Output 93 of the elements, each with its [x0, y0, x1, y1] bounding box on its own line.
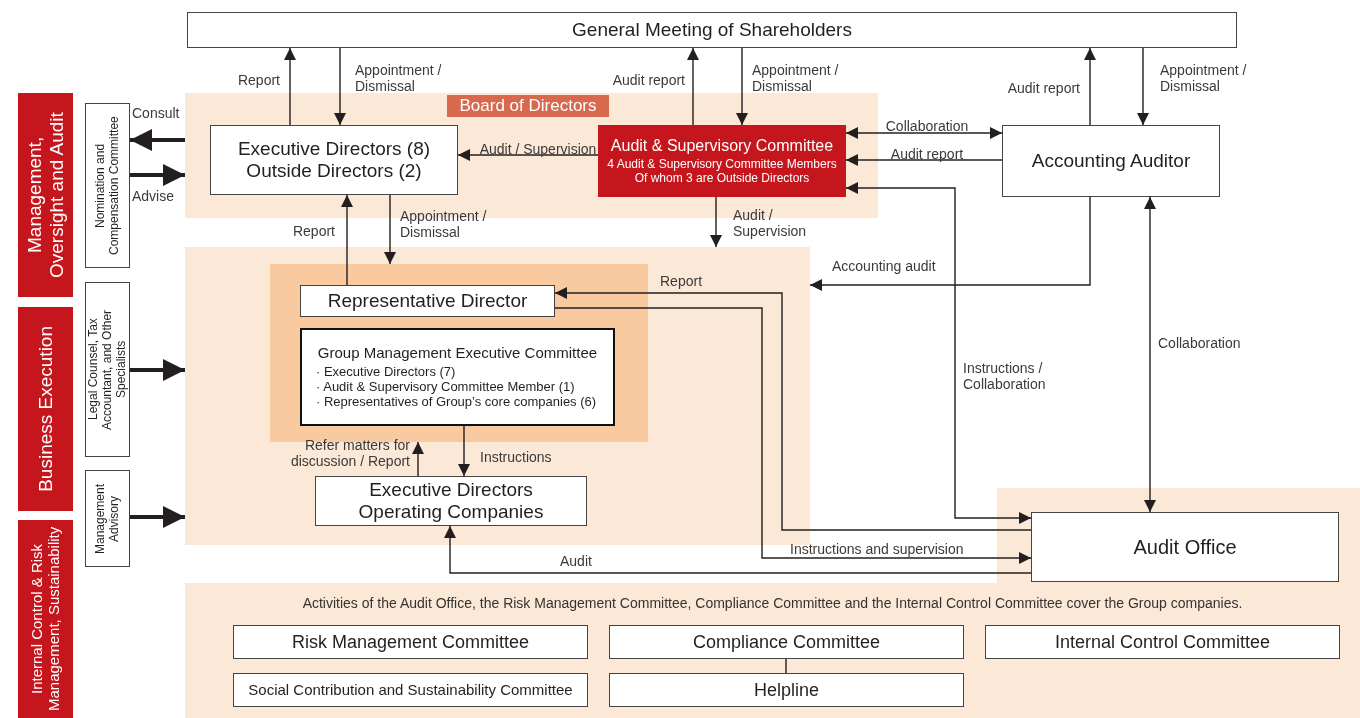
box-label: Executive Directors Operating Companies [357, 479, 545, 523]
connector-line [785, 658, 787, 674]
committee-box [233, 673, 588, 707]
arrow [130, 164, 185, 186]
directors-box [210, 125, 458, 195]
arrow [444, 525, 1032, 574]
arrow [1144, 196, 1156, 513]
edge-label: Audit / Supervision [733, 207, 808, 240]
section-band [18, 307, 73, 511]
edge-label: Advise [132, 188, 176, 205]
arrow [845, 127, 1003, 139]
box-label: Internal Control & Risk Management, Sustainability [28, 525, 63, 714]
committee-box [985, 625, 1340, 659]
band-tab: Board of Directors [447, 95, 609, 117]
list-item: · Executive Directors (7) [315, 365, 456, 381]
edge-label: Instructions / Collaboration [963, 360, 1047, 393]
section-band [18, 520, 73, 718]
arrow [130, 506, 185, 528]
edge-label: Audit / Supervision [478, 141, 598, 158]
edge-label: Instructions [480, 449, 553, 466]
arrow [384, 194, 396, 265]
box-label: Risk Management Committee [291, 631, 530, 653]
edge-label: Consult [132, 105, 181, 122]
arrow [341, 194, 353, 286]
edge-label: Report [660, 273, 704, 290]
arrow [284, 47, 296, 126]
box-label: Compliance Committee [692, 631, 881, 653]
edge-label: Appointment / Dismissal [1160, 62, 1248, 95]
box-label: Management Advisory [93, 482, 122, 556]
edge-label: Instructions and supervision [790, 541, 965, 558]
arrow [1137, 47, 1149, 126]
auditor-box [1002, 125, 1220, 197]
advisor-box [85, 282, 130, 457]
arrow [130, 359, 185, 381]
advisor-box [85, 103, 130, 268]
edge-label: Appointment / Dismissal [355, 62, 443, 95]
committee-box [609, 625, 964, 659]
office-box [1031, 512, 1339, 582]
band-heading: Activities of the Audit Office, the Risk Management Committee, Compliance Committee and the Internal Control Committee cover the Group companies. [301, 595, 1244, 611]
arrow [130, 129, 185, 151]
arrow [845, 182, 1032, 524]
arrow [845, 154, 1003, 166]
arrow [554, 287, 1032, 531]
arrow [710, 196, 722, 248]
box-label: Audit Office [1133, 535, 1237, 559]
committee-box [598, 125, 846, 197]
edge-label: Collaboration [884, 118, 970, 135]
edge-label: Audit [560, 553, 593, 570]
box-label: Internal Control Committee [1054, 631, 1271, 653]
arrow [412, 441, 424, 477]
arrow [687, 47, 699, 126]
advisor-box [85, 470, 130, 567]
box-label: Representative Director [327, 290, 528, 312]
list-item: · Representatives of Group’s core companies (6) [315, 395, 597, 411]
companies-box [315, 476, 587, 526]
edge-label: Audit report [889, 146, 965, 163]
arrow [334, 47, 346, 126]
execution-band [185, 247, 810, 545]
box-label: Executive Directors (8) Outside Directors (2) [236, 138, 432, 182]
control-band [185, 583, 1360, 718]
edge-label: Appointment / Dismissal [400, 208, 488, 241]
section-band [18, 93, 73, 297]
box-label: Group Management Executive Committee [317, 343, 598, 362]
arrow [554, 307, 1032, 564]
committee-box [233, 625, 588, 659]
box-label: Management, Oversight and Audit [23, 111, 68, 280]
box-label: General Meeting of Shareholders [572, 19, 852, 41]
edge-label: Collaboration [1158, 335, 1242, 352]
meeting-box [187, 12, 1237, 48]
edge-label: Audit report [611, 72, 685, 89]
arrow [809, 196, 1091, 291]
edge-label: Report [236, 72, 280, 89]
director-box [300, 285, 555, 317]
arrow [736, 47, 748, 126]
arrow [1084, 47, 1096, 126]
edge-label: Appointment / Dismissal [752, 62, 840, 95]
edge-label: Audit report [1006, 80, 1080, 97]
edge-label: Accounting audit [832, 258, 937, 275]
arrow [458, 425, 470, 477]
committee-box [300, 328, 615, 426]
list-item: · Audit & Supervisory Committee Member (1) [315, 380, 575, 396]
edge-label: Report [291, 223, 335, 240]
arrow [457, 149, 599, 161]
box-label: Helpline [753, 679, 819, 701]
box-subtext: 4 Audit & Supervisory Committee Members Of whom 3 are Outside Directors [606, 157, 838, 186]
box-label: Audit & Supervisory Committee [610, 136, 834, 155]
helpline-box [609, 673, 964, 707]
box-label: Accounting Auditor [1031, 150, 1191, 172]
box-label: Nomination and Compensation Committee [93, 115, 122, 257]
box-label: Social Contribution and Sustainability Committee [248, 681, 573, 699]
box-label: Legal Counsel, Tax Accountant, and Other Specialists [86, 308, 129, 432]
edge-label: Refer matters for discussion / Report [289, 437, 410, 470]
box-label: Business Execution [34, 326, 57, 492]
